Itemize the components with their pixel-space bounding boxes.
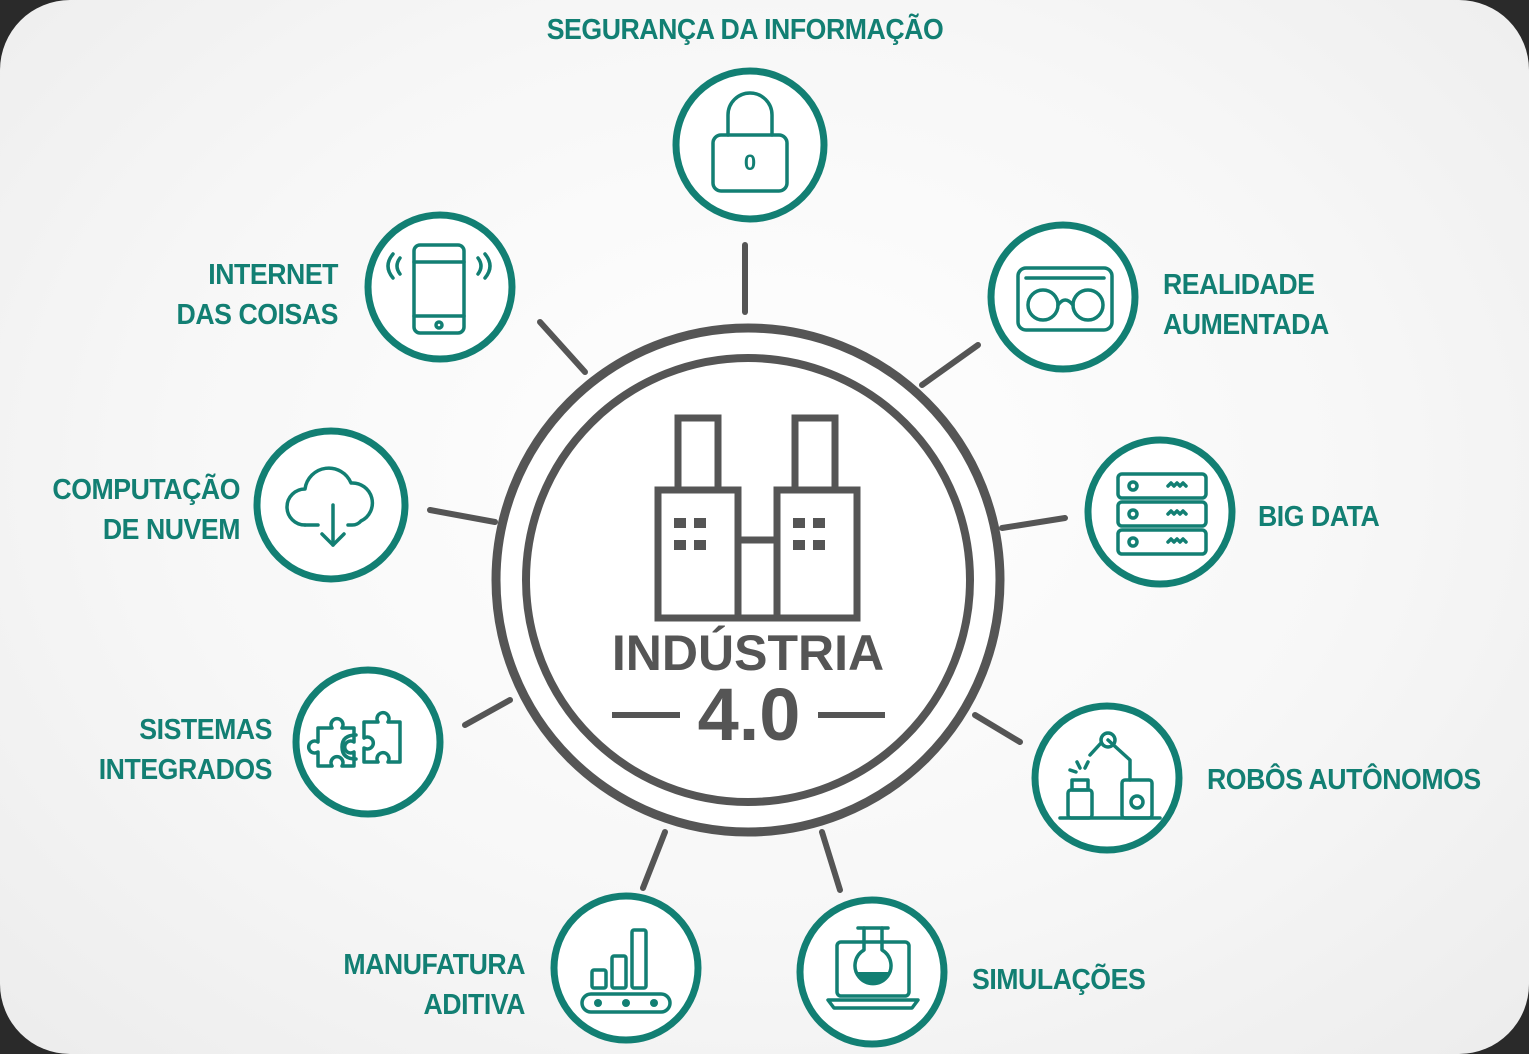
- node-manufatura: [550, 892, 702, 1044]
- factory-icon: [654, 414, 861, 622]
- label-robos: ROBÔS AUTÔNOMOS: [1207, 764, 1481, 796]
- computacao-ring: [253, 427, 409, 583]
- node-computacao: [253, 427, 409, 583]
- spoke-robos: [972, 712, 1023, 745]
- label-bigdata: BIG DATA: [1258, 501, 1380, 533]
- outer-ring: [491, 323, 1005, 837]
- node-simulacoes: [796, 896, 948, 1048]
- lock-digit: 0: [744, 150, 756, 175]
- label-simulacoes: SIMULAÇÕES: [972, 964, 1146, 996]
- spokes: [427, 242, 1068, 893]
- smartphone-icon: [386, 243, 492, 335]
- spoke-manufatura: [640, 829, 668, 891]
- center-title: INDÚSTRIA: [612, 625, 884, 681]
- puzzle-icon: [307, 711, 402, 768]
- realidade-ring: [987, 221, 1139, 373]
- bigdata-ring: [1084, 436, 1236, 588]
- internet-ring: [364, 211, 516, 363]
- label-realidade: REALIDADE AUMENTADA: [1163, 269, 1329, 341]
- spoke-realidade: [919, 342, 981, 388]
- inner-ring: [522, 354, 974, 806]
- label-internet: INTERNET DAS COISAS: [176, 259, 339, 331]
- vr-headset-icon: [1016, 266, 1114, 332]
- cloud-download-icon: [285, 466, 375, 547]
- node-sistemas: [292, 666, 444, 818]
- robos-ring: [1031, 702, 1183, 854]
- spoke-internet: [537, 319, 588, 375]
- conveyor-bars-icon: [580, 928, 672, 1014]
- label-seguranca: SEGURANÇA DA INFORMAÇÃO: [546, 14, 944, 46]
- spoke-computacao: [427, 507, 498, 525]
- node-robos: [1031, 702, 1183, 854]
- center-hub: INDÚSTRIA 4.0: [491, 323, 1005, 837]
- node-bigdata: [1084, 436, 1236, 588]
- node-seguranca: 0: [672, 67, 828, 223]
- center-version: 4.0: [698, 673, 801, 756]
- spoke-simulacoes: [819, 829, 843, 893]
- node-realidade: [987, 221, 1139, 373]
- robot-arm-icon: [1058, 731, 1162, 820]
- label-computacao: COMPUTAÇÃO DE NUVEM: [52, 474, 241, 546]
- label-sistemas: SISTEMAS INTEGRADOS: [98, 714, 273, 786]
- server-stack-icon: [1116, 472, 1208, 556]
- sistemas-ring: [292, 666, 444, 818]
- lock-icon: 0: [711, 91, 789, 193]
- label-manufatura: MANUFATURA ADITIVA: [343, 949, 525, 1021]
- flask-laptop-icon: [826, 926, 920, 1010]
- node-internet: [364, 211, 516, 363]
- spoke-sistemas: [462, 697, 513, 728]
- spoke-bigdata: [999, 515, 1068, 531]
